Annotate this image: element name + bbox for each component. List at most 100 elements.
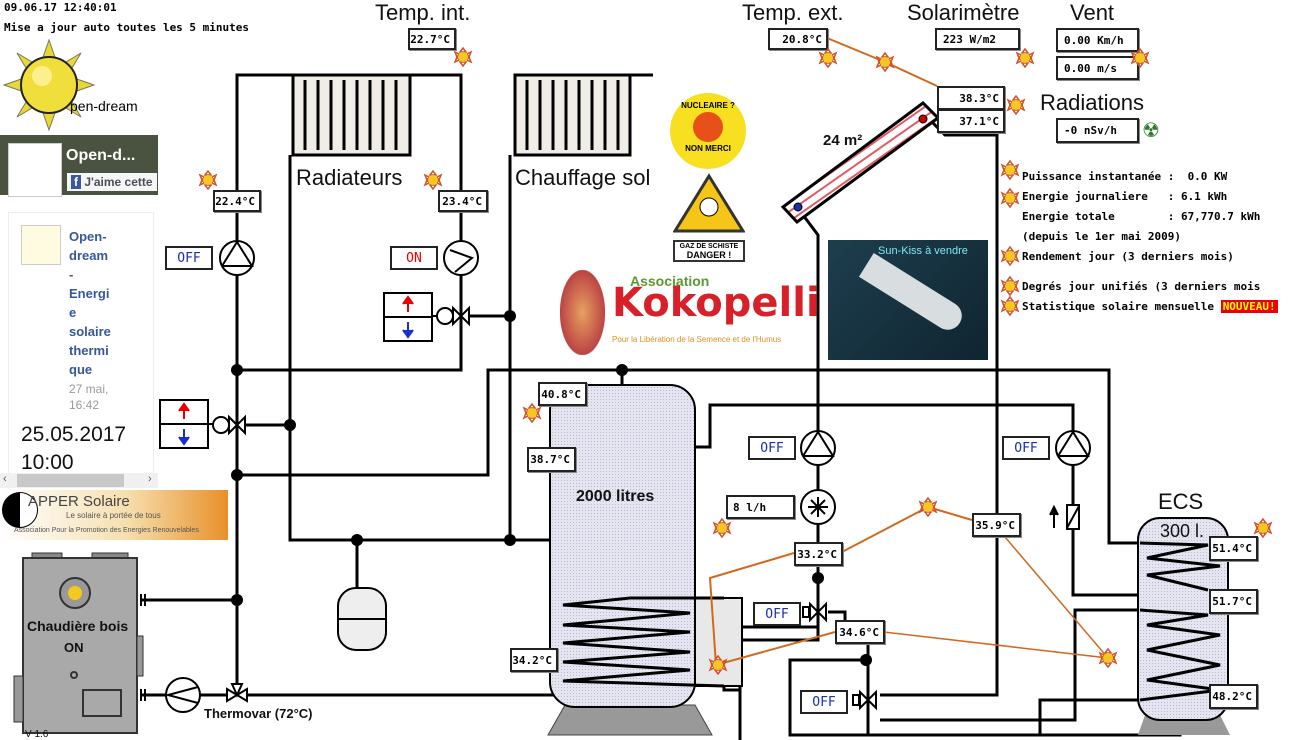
ecs-pump-status[interactable]: OFF bbox=[1002, 436, 1050, 460]
version-label: V 1.6 bbox=[25, 729, 49, 740]
sensor-sun-icon[interactable] bbox=[1000, 187, 1020, 209]
sensor-sun-icon[interactable] bbox=[453, 46, 473, 68]
info-yield-link[interactable]: Rendement jour (3 derniers mois) bbox=[1022, 250, 1234, 263]
sensor-sun-icon[interactable] bbox=[1000, 159, 1020, 181]
solar-valve-icon bbox=[802, 601, 827, 623]
temp-ext-reading: 20.8°C bbox=[768, 28, 828, 50]
radiation-icon: ☢ bbox=[1142, 120, 1160, 142]
temp-int-label: Temp. int. bbox=[375, 0, 471, 25]
sensor-sun-icon[interactable] bbox=[1000, 275, 1020, 297]
solar-return-reading: 33.2°C bbox=[794, 542, 843, 566]
tank-volume-label: 2000 litres bbox=[576, 488, 655, 505]
sensor-sun-icon[interactable] bbox=[712, 517, 732, 539]
boiler-state: ON bbox=[64, 640, 84, 655]
flow-meter-icon bbox=[800, 489, 836, 525]
new-badge: NOUVEAU! bbox=[1220, 300, 1278, 313]
apper-association: Association Pour la Promotion des Energi… bbox=[14, 527, 199, 534]
ecs-volume-label: 300 l. bbox=[1160, 521, 1205, 541]
ecs-valve-status[interactable]: OFF bbox=[800, 690, 848, 714]
solarimeter-label: Solarimètre bbox=[907, 0, 1020, 25]
three-way-valve-icon bbox=[212, 414, 246, 436]
scrollbar-thumb[interactable] bbox=[17, 474, 124, 487]
sensor-sun-icon[interactable] bbox=[918, 496, 938, 518]
info-total-energy: Energie totale : 67,770.7 kWh bbox=[1022, 210, 1261, 223]
info-daily-energy[interactable]: Energie journaliere : 6.1 kWh bbox=[1022, 190, 1228, 203]
sensor-sun-icon[interactable] bbox=[708, 654, 728, 676]
apper-banner[interactable]: APPER Solaire Le solaire à portée de tou… bbox=[0, 490, 228, 540]
radiation-reading: -0 nSv/h bbox=[1056, 118, 1139, 143]
info-power[interactable]: Puissance instantanée : 0.0 KW bbox=[1022, 170, 1228, 183]
radiations-label: Radiations bbox=[1040, 90, 1144, 115]
boat-image bbox=[858, 252, 968, 336]
sensor-sun-icon[interactable] bbox=[1015, 47, 1035, 69]
boiler-pump-icon bbox=[164, 677, 201, 713]
collector-out-reading: 38.3°C bbox=[937, 86, 1005, 110]
open-dream-logo[interactable]: pen-dream bbox=[2, 38, 142, 133]
ecs-pump-icon bbox=[1055, 430, 1091, 466]
kokopelli-figure-icon bbox=[560, 270, 605, 355]
tank-top-reading: 40.8°C bbox=[538, 382, 587, 406]
sensor-sun-icon[interactable] bbox=[1130, 47, 1150, 69]
wind-label: Vent bbox=[1070, 0, 1115, 25]
info-dju-link[interactable]: Degrés jour unifiés (3 derniers mois bbox=[1022, 280, 1261, 293]
facebook-header[interactable]: Open-d... f J'aime cette bbox=[0, 135, 158, 197]
floor-pump-icon bbox=[443, 240, 479, 276]
kokopelli-ad[interactable]: Association Kokopelli Pour la Libération… bbox=[550, 245, 820, 360]
facebook-icon: f bbox=[71, 175, 81, 189]
scroll-left-icon[interactable]: ‹ bbox=[3, 473, 7, 485]
flow-direction-arrow-icon bbox=[1049, 504, 1059, 528]
sensor-sun-icon[interactable] bbox=[1000, 295, 1020, 317]
three-way-valve-icon bbox=[436, 305, 470, 327]
floor-heating bbox=[513, 73, 632, 157]
skull-warning-icon bbox=[672, 173, 746, 233]
fb-like-button[interactable]: f J'aime cette bbox=[67, 173, 157, 191]
thermovar-valve-icon bbox=[226, 683, 248, 703]
expansion-vessel bbox=[337, 540, 387, 651]
radiators-label: Radiateurs bbox=[296, 165, 403, 190]
sensor-sun-icon[interactable] bbox=[875, 51, 895, 73]
apper-subtitle: Le solaire à portée de tous bbox=[66, 511, 161, 520]
collector-area-label: 24 m² bbox=[823, 132, 863, 149]
scroll-right-icon[interactable]: › bbox=[148, 473, 152, 485]
update-note: Mise a jour auto toutes les 5 minutes bbox=[4, 21, 250, 34]
floor-heating-label: Chauffage sol bbox=[515, 165, 651, 190]
sensor-sun-icon[interactable] bbox=[522, 402, 542, 424]
sensor-sun-icon[interactable] bbox=[423, 169, 443, 191]
sensor-sun-icon[interactable] bbox=[1000, 245, 1020, 267]
ecs-label: ECS bbox=[1158, 489, 1204, 514]
radiator-pump-status[interactable]: OFF bbox=[165, 246, 213, 270]
radiator-supply-reading: 22.4°C bbox=[213, 190, 261, 212]
datetime: 09.06.17 12:40:01 bbox=[4, 1, 117, 14]
floor-pump-status[interactable]: ON bbox=[390, 246, 438, 270]
sensor-sun-icon[interactable] bbox=[1253, 517, 1273, 539]
fb-page-name[interactable]: Open-d... bbox=[66, 147, 136, 164]
horizontal-scrollbar[interactable]: ‹ › bbox=[0, 473, 158, 488]
check-valve-icon bbox=[1066, 504, 1080, 530]
solar-valve-status[interactable]: OFF bbox=[753, 602, 801, 626]
solar-pump-status[interactable]: OFF bbox=[748, 436, 796, 460]
solar-supply-reading: 35.9°C bbox=[972, 513, 1021, 537]
sensor-sun-icon[interactable] bbox=[818, 47, 838, 69]
nuclear-no-thanks-badge[interactable]: NUCLEAIRE ? NON MERCI bbox=[670, 93, 746, 169]
wind-kmh-reading: 0.00 Km/h bbox=[1056, 28, 1139, 52]
sensor-sun-icon[interactable] bbox=[1098, 647, 1118, 669]
ecs-top-reading: 51.4°C bbox=[1209, 536, 1258, 561]
sun-logo-icon bbox=[2, 38, 96, 132]
post-avatar bbox=[21, 225, 61, 265]
info-stats-link[interactable]: Statistique solaire mensuelle NOUVEAU! bbox=[1022, 300, 1278, 313]
boiler-label: Chaudière bois bbox=[27, 618, 129, 634]
radiator-pump-icon bbox=[219, 240, 255, 276]
sun-kiss-boat-ad[interactable]: Sun-Kiss à vendre bbox=[828, 240, 988, 360]
temp-int-reading: 22.7°C bbox=[408, 28, 456, 50]
info-since: (depuis le 1er mai 2009) bbox=[1022, 230, 1181, 243]
tank-bottom-reading: 34.2°C bbox=[510, 648, 558, 672]
sensor-sun-icon[interactable] bbox=[198, 169, 218, 191]
wood-boiler bbox=[13, 552, 146, 734]
logo-text: pen-dream bbox=[70, 98, 138, 114]
solar-reading: 223 W/m2 bbox=[935, 28, 1020, 50]
sensor-sun-icon[interactable] bbox=[1006, 94, 1026, 116]
